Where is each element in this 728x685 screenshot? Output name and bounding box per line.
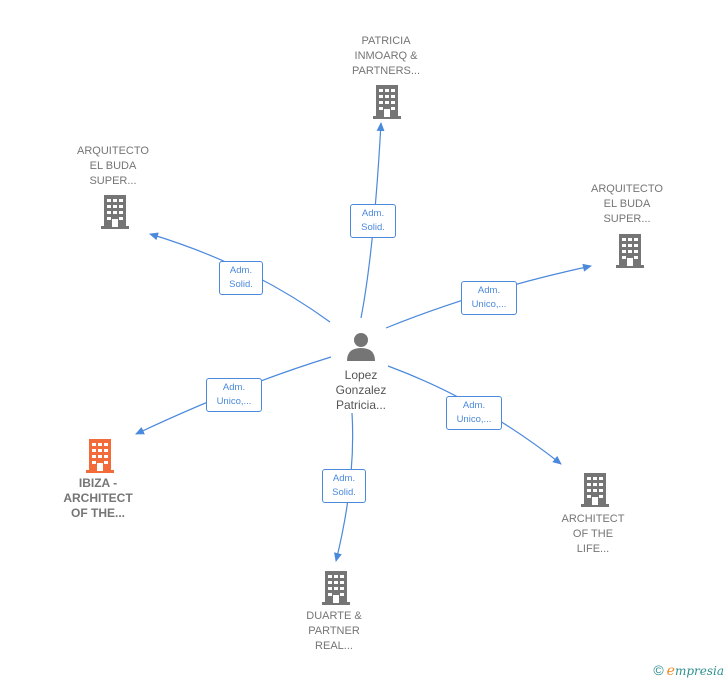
brand-logo-e: e [666,663,675,679]
building-icon[interactable] [322,571,350,605]
building-icon[interactable] [373,85,401,119]
role-label: Adm. Solid. [322,469,366,503]
company-name[interactable]: PATRICIA INMOARQ & PARTNERS... [351,35,421,77]
company-name[interactable]: ARQUITECTO EL BUDA SUPER... [591,183,663,225]
building-icon[interactable] [581,473,609,507]
role-label: Adm. Solid. [350,204,396,238]
company-name[interactable]: DUARTE & PARTNER REAL... [306,610,362,652]
building-icon[interactable] [86,439,114,473]
company-name[interactable]: IBIZA - ARCHITECT OF THE... [63,476,133,520]
brand-logo: ©empresia [653,662,724,679]
building-icon[interactable] [101,195,129,229]
building-icon[interactable] [616,234,644,268]
person-icon[interactable] [347,333,375,361]
person-name[interactable]: Lopez Gonzalez Patricia... [335,368,387,412]
role-label: Adm. Unico,... [461,281,517,315]
brand-logo-text: mpresia [674,664,724,678]
role-label: Adm. Unico,... [206,378,262,412]
company-name[interactable]: ARQUITECTO EL BUDA SUPER... [77,145,149,187]
role-label: Adm. Solid. [219,261,263,295]
role-label: Adm. Unico,... [446,396,502,430]
company-name[interactable]: ARCHITECT OF THE LIFE... [561,513,625,555]
copyright-icon: © [653,662,664,678]
